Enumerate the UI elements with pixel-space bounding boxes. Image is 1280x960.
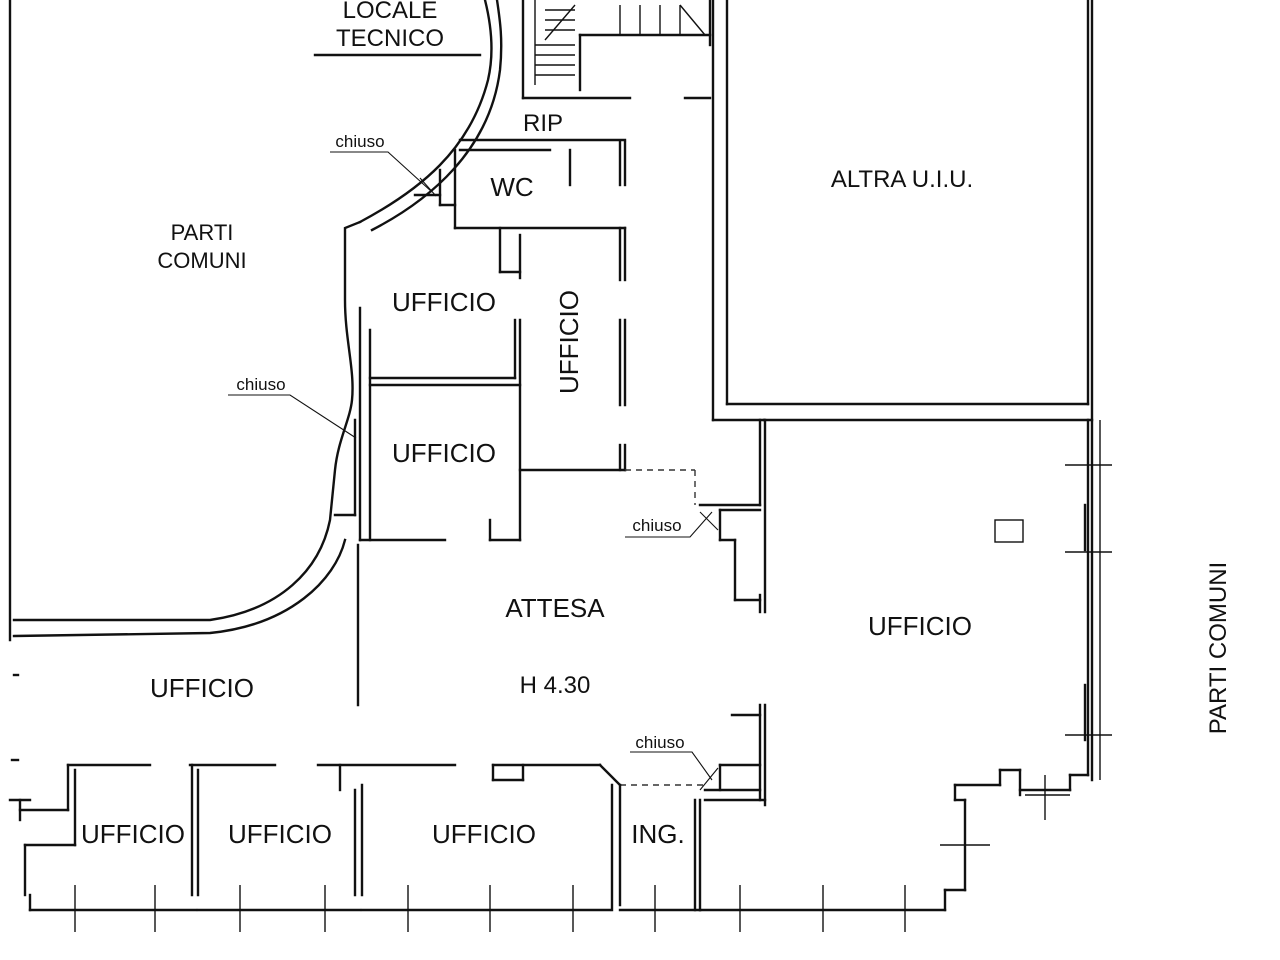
label-ufficio-left: UFFICIO — [150, 673, 254, 703]
label-ufficio-bottom-1: UFFICIO — [81, 819, 185, 849]
walls-left-common-area — [8, 0, 503, 642]
label-height: H 4.30 — [520, 672, 591, 699]
label-rip: RIP — [523, 110, 563, 137]
room-labels: LOCALE TECNICO RIP WC ALTRA U.I.U. PARTI… — [81, 0, 1232, 849]
label-altra-uiu: ALTRA U.I.U. — [831, 166, 973, 193]
walls-attesa — [620, 418, 767, 807]
label-wc: WC — [490, 172, 533, 202]
label-ufficio-bottom-3: UFFICIO — [432, 819, 536, 849]
label-ufficio-large-right: UFFICIO — [868, 611, 972, 641]
label-parti-comuni-right: PARTI COMUNI — [1205, 562, 1232, 734]
label-parti-comuni-line2: COMUNI — [157, 248, 246, 273]
column-pillar — [994, 519, 1024, 543]
label-parti-comuni-line1: PARTI — [171, 220, 234, 245]
annotation-chiuso-4: chiuso — [635, 733, 684, 752]
walls-right-office — [698, 418, 1112, 912]
annotation-chiuso-2: chiuso — [236, 375, 285, 394]
label-ufficio-upper: UFFICIO — [392, 287, 496, 317]
label-ufficio-middle: UFFICIO — [392, 438, 496, 468]
walls-wc-offices — [333, 138, 696, 707]
label-ufficio-bottom-2: UFFICIO — [228, 819, 332, 849]
annotation-chiuso-1: chiuso — [335, 132, 384, 151]
label-attesa: ATTESA — [505, 593, 605, 623]
annotation-leaders — [228, 151, 719, 791]
label-ufficio-vertical: UFFICIO — [554, 290, 584, 394]
label-ing: ING. — [631, 819, 684, 849]
annotation-chiuso-3: chiuso — [632, 516, 681, 535]
walls-altra-uiu — [711, 0, 1094, 782]
closed-annotations: chiuso chiuso chiuso chiuso — [236, 132, 684, 752]
stairs — [521, 0, 712, 100]
label-locale-tecnico-line2: TECNICO — [336, 25, 444, 52]
label-locale-tecnico-line1: LOCALE — [343, 0, 438, 24]
walls-bottom-offices — [8, 673, 906, 932]
